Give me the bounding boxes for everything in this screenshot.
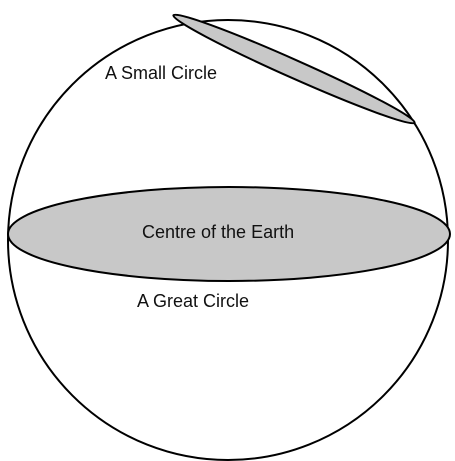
centre-of-earth-label: Centre of the Earth xyxy=(142,222,294,242)
great-circle-label: A Great Circle xyxy=(137,291,249,311)
small-circle-label: A Small Circle xyxy=(105,63,217,83)
